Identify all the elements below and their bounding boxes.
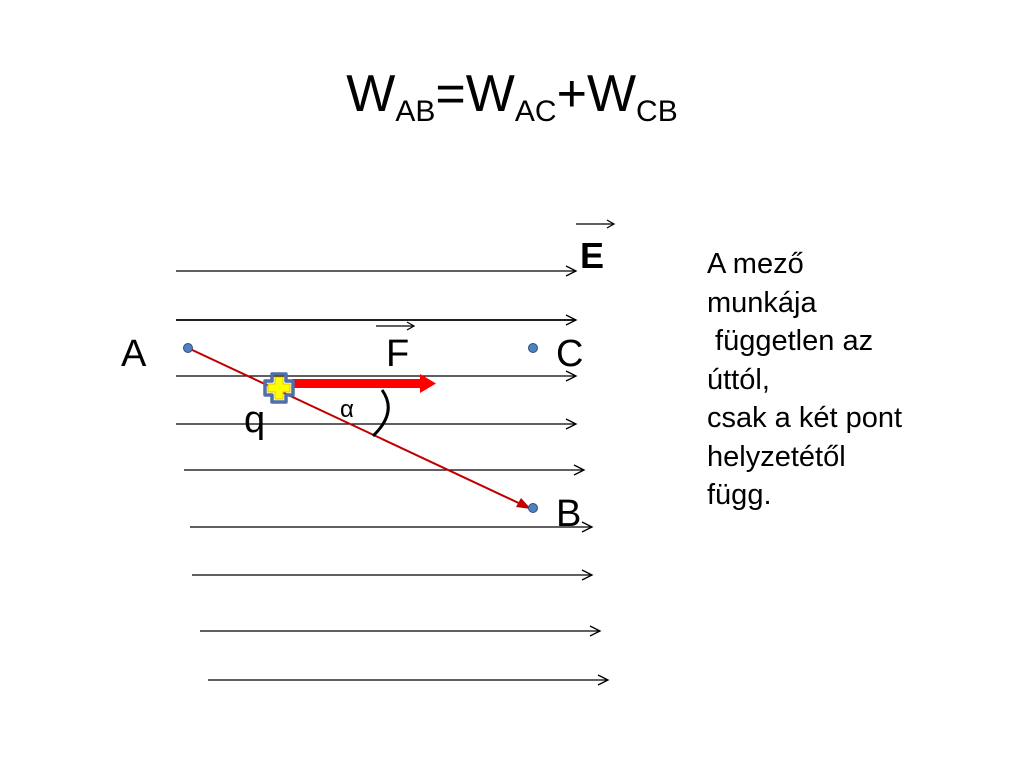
title-plus: + — [556, 65, 587, 123]
description-line: A mező — [707, 248, 804, 280]
field-line — [176, 314, 578, 326]
point-b-label: B — [556, 493, 581, 535]
equation-title: WAB=WAC+WCB — [0, 62, 1024, 128]
field-label-e: E — [580, 235, 604, 276]
title-sub-ab: AB — [395, 95, 436, 128]
title-equals: = — [435, 65, 466, 123]
e-vector-arrow — [576, 219, 616, 229]
field-line — [176, 418, 578, 430]
description-line: úttól, — [707, 363, 770, 396]
point-a-label: A — [121, 333, 147, 375]
point-a-marker — [183, 343, 193, 353]
charge-label: q — [244, 399, 265, 441]
force-label: F — [386, 333, 409, 375]
field-line — [192, 569, 594, 581]
title-w1: W — [346, 65, 396, 123]
title-sub-cb: CB — [636, 95, 678, 128]
description-line: munkája — [707, 286, 817, 319]
field-line — [208, 674, 610, 686]
point-b-marker — [528, 503, 538, 513]
field-line — [176, 265, 578, 277]
point-c-label: C — [556, 333, 583, 375]
title-w3: W — [586, 65, 637, 123]
f-vector-arrow — [376, 321, 416, 331]
point-c-marker — [528, 343, 538, 353]
charge-plus-icon — [263, 372, 295, 404]
title-w2: W — [465, 65, 515, 123]
title-sub-ac: AC — [514, 95, 557, 128]
description-line: csak a két pont — [707, 402, 903, 434]
force-arrow — [292, 374, 436, 393]
description-line: függ. — [707, 479, 772, 511]
angle-label: α — [340, 396, 354, 423]
description-line: helyzetétől — [707, 440, 846, 473]
angle-arc — [371, 389, 390, 438]
field-lines — [176, 265, 610, 686]
field-line — [184, 464, 586, 476]
path-a-to-b — [187, 347, 531, 509]
description-line: független az — [707, 325, 874, 357]
field-line — [200, 625, 602, 637]
description-text: A mező munkája független az úttól, csak … — [707, 245, 1007, 515]
field-line — [190, 521, 594, 533]
field-line — [176, 370, 578, 382]
